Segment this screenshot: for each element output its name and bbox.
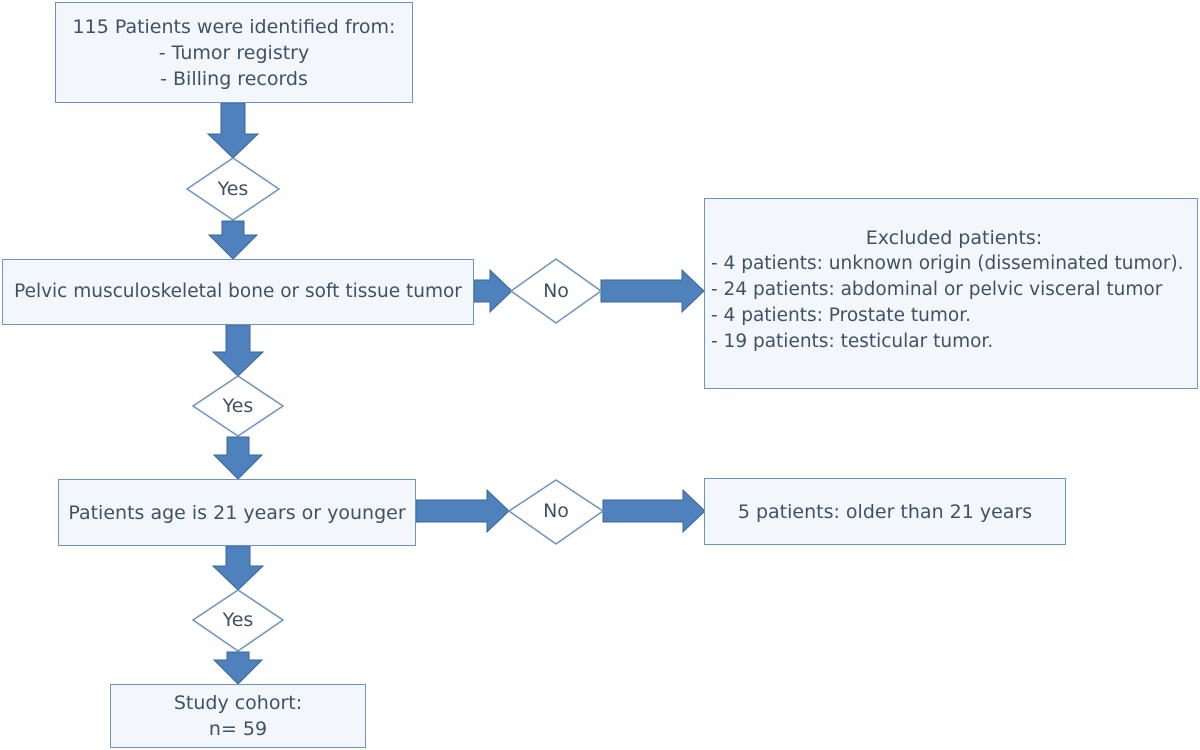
start-box-line-1: 115 Patients were identified from:	[72, 15, 396, 38]
decision-diamond-yes-2	[191, 375, 285, 437]
arrow-yes3-to-cohort	[212, 651, 264, 685]
study-cohort-count: n= 59	[208, 718, 268, 740]
arrow-criterion2-to-no2	[415, 488, 510, 534]
arrow-criterion2-to-yes3	[211, 545, 265, 591]
start-box-line-3: - Billing records	[160, 67, 308, 90]
decision-diamond-no-2	[507, 479, 605, 545]
criterion-2-box: Patients age is 21 years or younger	[58, 479, 416, 546]
decision-yes-3-label: Yes	[222, 609, 254, 631]
arrow-criterion1-to-yes2	[211, 324, 265, 377]
arrow-criterion1-to-no1	[473, 268, 513, 314]
start-box-line-2: - Tumor registry	[158, 41, 310, 64]
decision-diamond-yes-3	[191, 589, 285, 652]
excluded-age-box: 5 patients: older than 21 years	[704, 478, 1066, 545]
arrow-yes2-to-criterion2	[212, 436, 264, 480]
arrow-no1-to-excluded	[600, 268, 705, 314]
criterion-1-label: Pelvic musculoskeletal bone or soft tiss…	[14, 281, 462, 302]
excluded-patients-box: Excluded patients: - 4 patients: unknown…	[704, 198, 1198, 389]
excluded-item-3: - 4 patients: Prostate tumor.	[711, 305, 971, 326]
excluded-age-label: 5 patients: older than 21 years	[737, 500, 1033, 523]
decision-diamond-yes-1	[185, 157, 281, 221]
start-box: 115 Patients were identified from: - Tum…	[55, 2, 413, 103]
decision-diamond-no-1	[509, 258, 603, 324]
decision-no-2-label: No	[543, 500, 569, 522]
decision-no-1-label: No	[543, 280, 569, 302]
excluded-patients-title: Excluded patients:	[865, 227, 1043, 249]
criterion-1-box: Pelvic musculoskeletal bone or soft tiss…	[2, 259, 474, 325]
decision-yes-1-label: Yes	[217, 178, 249, 200]
study-cohort-title: Study cohort:	[173, 692, 303, 714]
excluded-item-1: - 4 patients: unknown origin (disseminat…	[711, 253, 1184, 274]
excluded-item-4: - 19 patients: testicular tumor.	[711, 331, 994, 352]
arrow-start-to-yes1	[206, 102, 260, 159]
arrow-no2-to-excluded-age	[602, 488, 706, 534]
study-cohort-box: Study cohort: n= 59	[110, 684, 366, 748]
criterion-2-label: Patients age is 21 years or younger	[68, 501, 406, 524]
arrow-yes1-to-criterion1	[207, 220, 259, 260]
decision-yes-2-label: Yes	[222, 395, 254, 417]
excluded-item-2: - 24 patients: abdominal or pelvic visce…	[711, 279, 1163, 300]
